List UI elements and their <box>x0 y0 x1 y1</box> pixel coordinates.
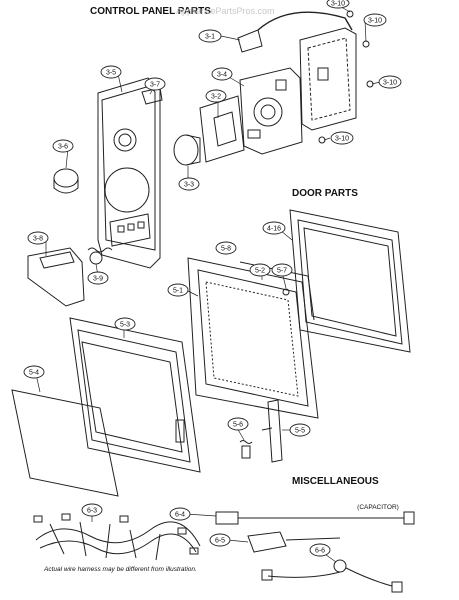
label-3-4: 3-4 <box>217 72 227 79</box>
label-3-6: 3-6 <box>58 144 68 151</box>
door-frame <box>187 257 319 419</box>
label-5-5: 5-5 <box>295 428 305 435</box>
label-3-9: 3-9 <box>93 276 103 283</box>
ground-wire <box>261 559 403 593</box>
heading-control-panel: CONTROL PANEL PARTS <box>90 6 211 17</box>
label-5-1: 5-1 <box>173 288 183 295</box>
label-6-6: 6-6 <box>315 548 325 555</box>
label-5-7: 5-7 <box>277 268 287 275</box>
label-6-3: 6-3 <box>87 508 97 515</box>
switch-bracket <box>199 95 245 163</box>
label-5-4: 5-4 <box>29 370 39 377</box>
heading-miscellaneous: MISCELLANEOUS <box>292 476 379 487</box>
label-3-10-mid: 3-10 <box>383 80 397 87</box>
latch-spring <box>239 440 253 459</box>
control-panel-housing <box>97 77 161 269</box>
label-3-10-bottom: 3-10 <box>335 136 349 143</box>
screw <box>318 10 374 144</box>
wire-harness <box>33 513 201 561</box>
heading-door-parts: DOOR PARTS <box>292 188 358 199</box>
spring <box>87 247 113 265</box>
capacitor-wire <box>215 511 415 525</box>
capacitor-label: (CAPACITOR) <box>357 504 399 511</box>
label-3-1: 3-1 <box>205 34 215 41</box>
latch-head <box>261 399 283 463</box>
timer-assembly <box>239 67 303 155</box>
label-5-2: 5-2 <box>255 268 265 275</box>
label-6-4: 6-4 <box>175 512 185 519</box>
door-outer-panel <box>69 317 201 473</box>
part-labels <box>23 0 402 557</box>
door-latch-lever <box>27 247 85 307</box>
label-4-16: 4-16 <box>267 226 281 233</box>
fuse-holder <box>247 531 341 553</box>
label-5-3: 5-3 <box>120 322 130 329</box>
label-5-8: 5-8 <box>221 246 231 253</box>
harness-note: Actual wire harness may be different fro… <box>44 566 197 573</box>
label-5-6: 5-6 <box>233 422 243 429</box>
label-3-2: 3-2 <box>211 94 221 101</box>
watermark: AppliancePartsPros.com <box>176 6 275 16</box>
knob <box>53 168 79 194</box>
control-board-frame <box>237 11 357 131</box>
label-3-5: 3-5 <box>106 70 116 77</box>
label-3-8: 3-8 <box>33 236 43 243</box>
label-3-7: 3-7 <box>150 82 160 89</box>
label-3-10-top: 3-10 <box>331 1 345 8</box>
label-3-3: 3-3 <box>184 182 194 189</box>
door-glass-panel <box>11 389 119 497</box>
dial-knob <box>173 134 201 166</box>
label-3-10-right: 3-10 <box>368 18 382 25</box>
label-6-5: 6-5 <box>215 538 225 545</box>
